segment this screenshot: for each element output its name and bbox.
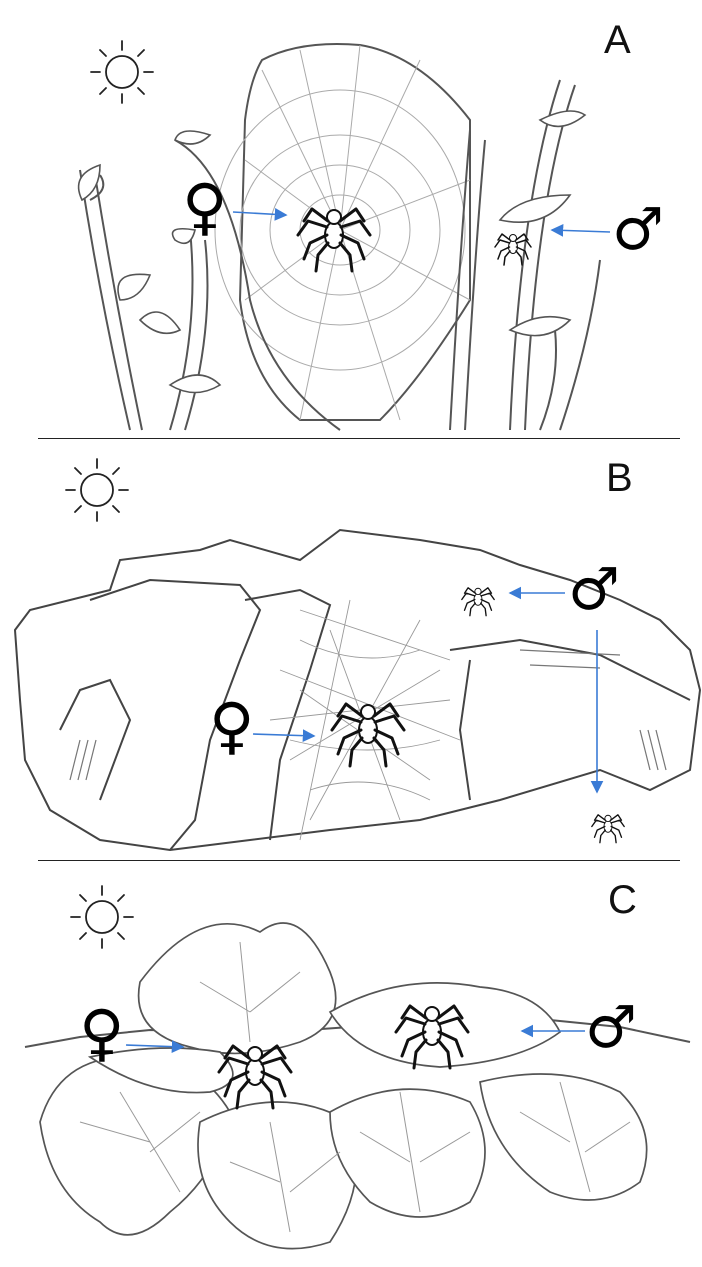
male-symbol: ♂	[585, 998, 637, 1056]
male-symbol: ♂	[568, 560, 620, 618]
leaves	[40, 923, 647, 1249]
panel-label: C	[608, 880, 637, 920]
panel-c: C ♀ ♂	[0, 862, 702, 1267]
female-symbol: ♀	[79, 1002, 124, 1064]
spider-icon	[592, 815, 624, 843]
male-symbol: ♂	[612, 200, 664, 258]
divider	[38, 860, 680, 861]
arrow	[126, 1045, 183, 1047]
plant-stems	[80, 80, 600, 430]
panel-label: B	[606, 458, 633, 498]
sun-icon	[71, 886, 133, 948]
panel-a-illustration	[0, 0, 702, 440]
female-symbol: ♀	[209, 695, 254, 757]
female-symbol: ♀	[182, 176, 227, 238]
panel-a: A ♀ ♂	[0, 0, 702, 440]
sun-icon	[66, 459, 128, 521]
divider	[38, 438, 680, 439]
arrow	[552, 230, 610, 232]
panel-b: B ♀ ♂	[0, 440, 702, 860]
panel-label: A	[604, 20, 631, 60]
sun-icon	[91, 41, 153, 103]
panel-b-illustration	[0, 440, 702, 860]
